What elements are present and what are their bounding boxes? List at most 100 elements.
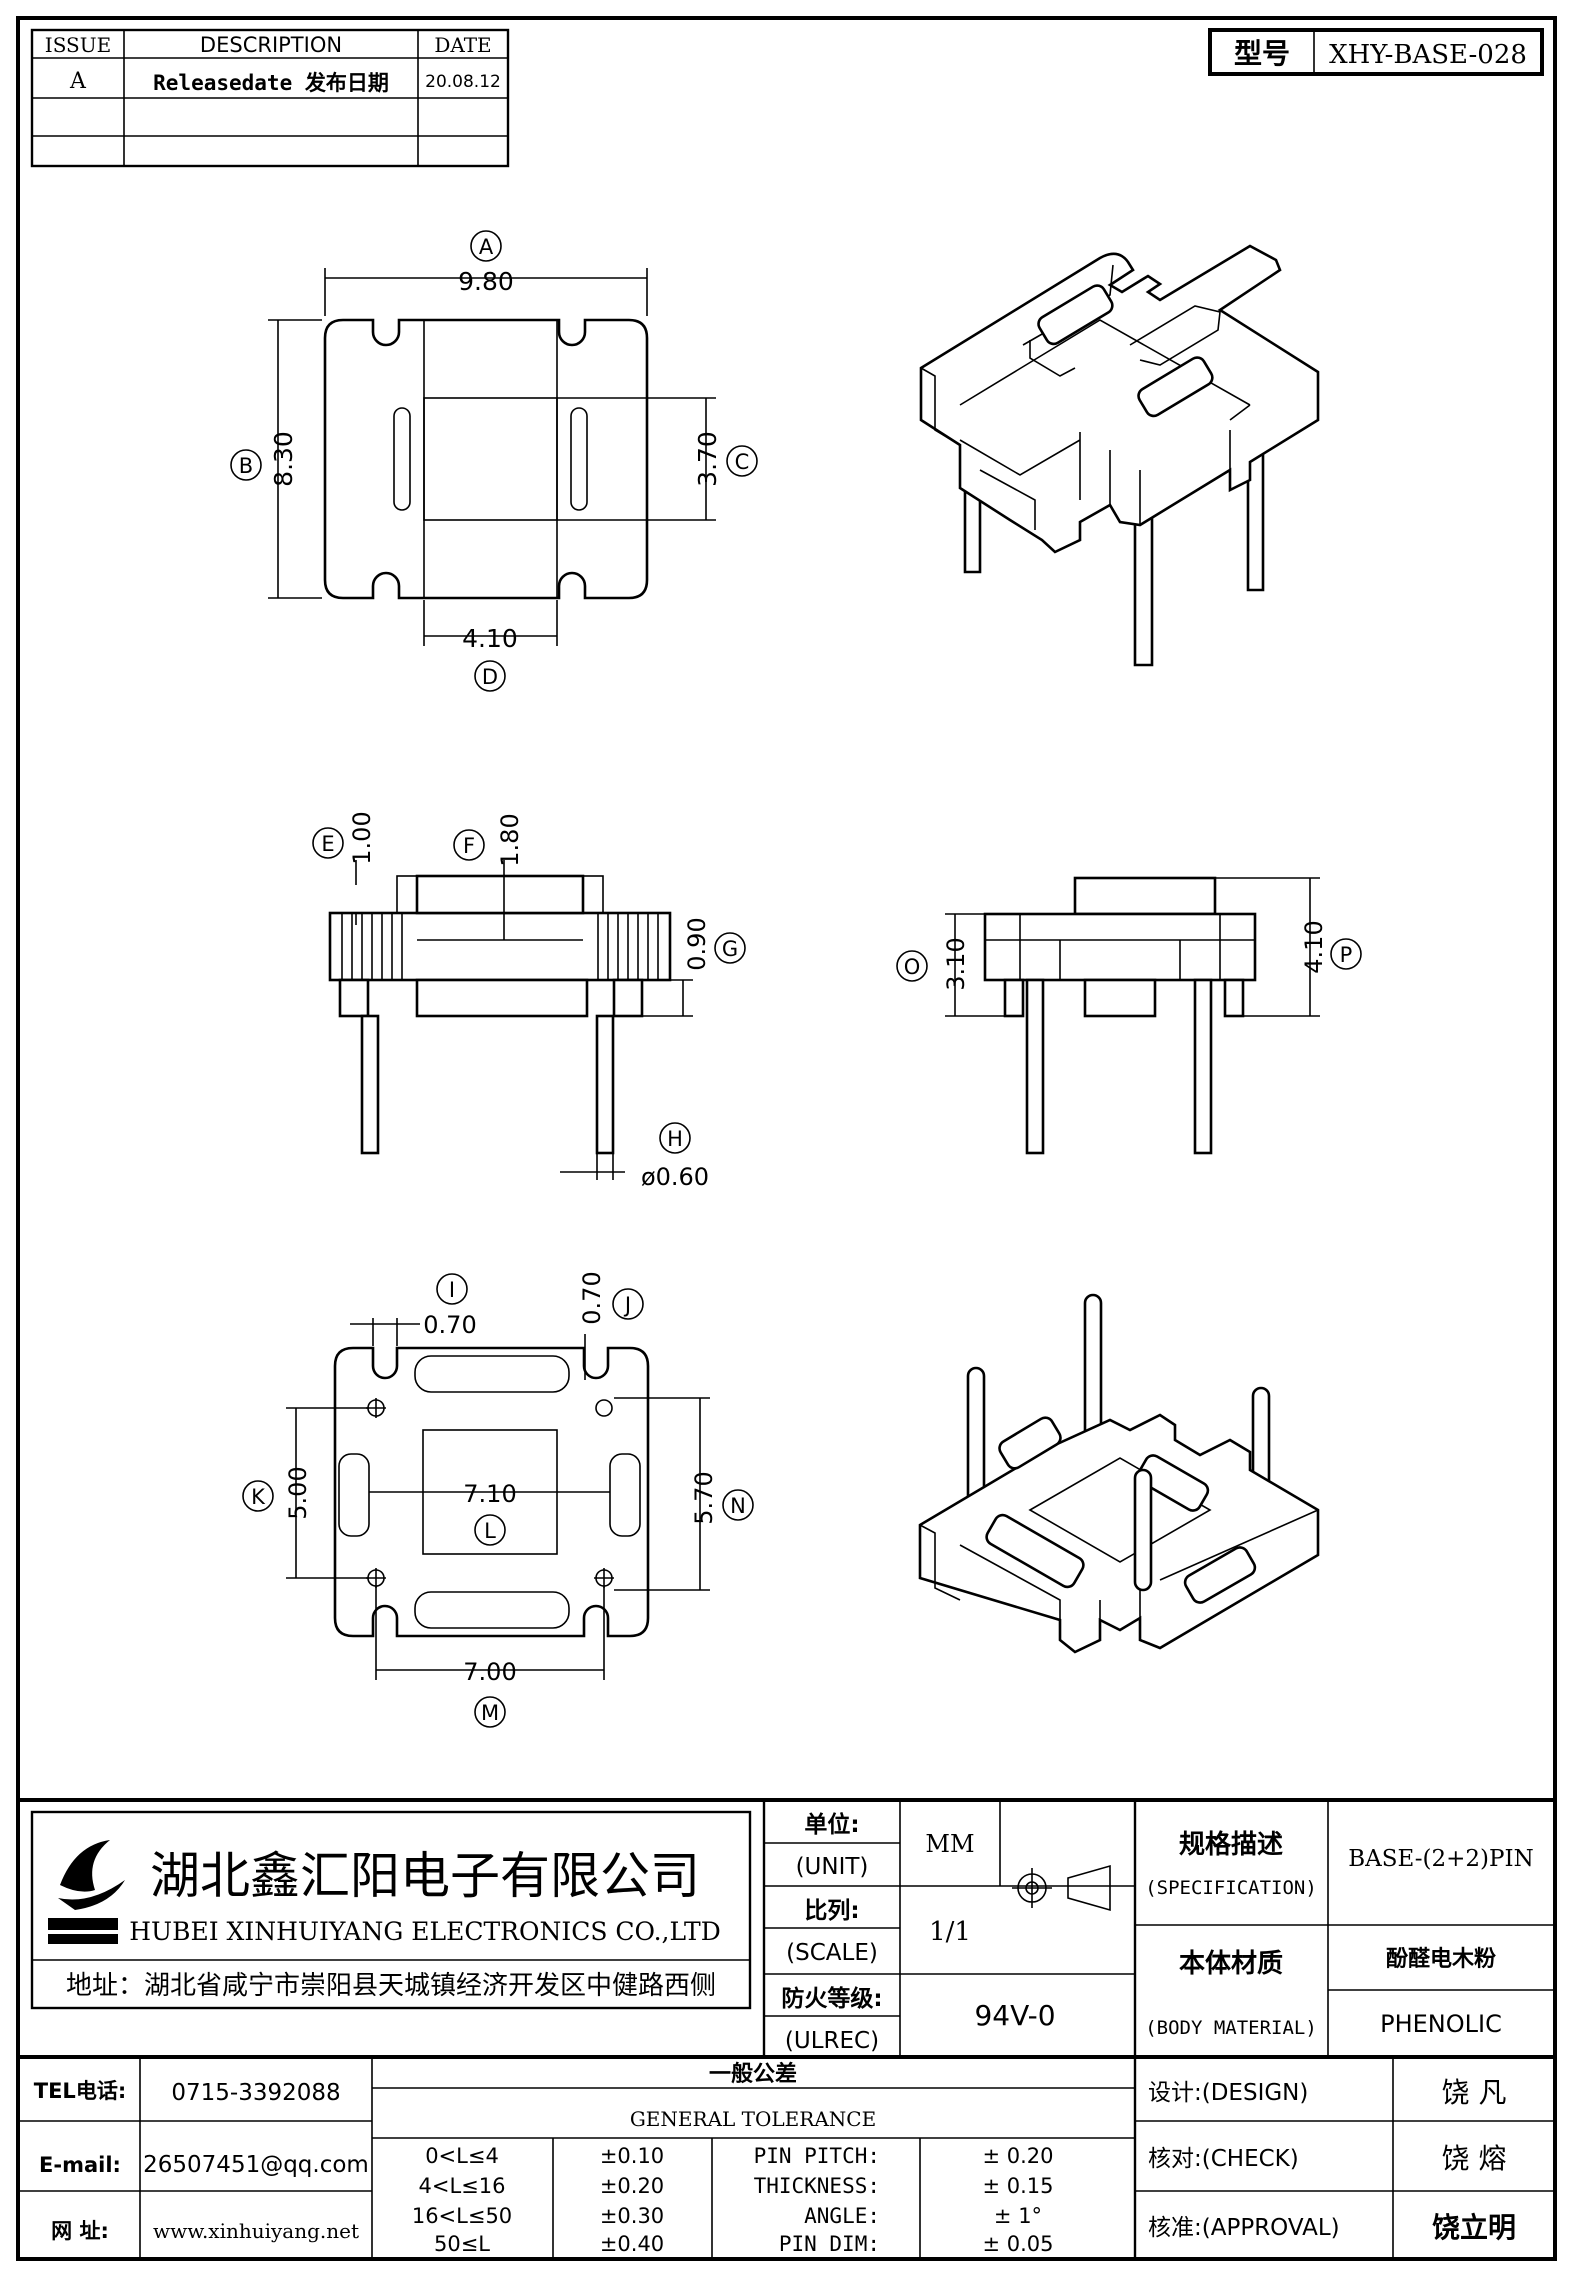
approval-name: 饶立明 (1432, 2211, 1516, 2244)
callout-g (714, 932, 746, 964)
tolerance-title-en: GENERAL TOLERANCE (630, 2107, 876, 2131)
fire-value: 94V-0 (974, 1999, 1055, 2032)
callout-p (1330, 938, 1362, 970)
spec-label-en: (SPECIFICATION) (1145, 1877, 1317, 1899)
callout-o-label: O (904, 955, 921, 979)
callout-e-label: E (321, 832, 334, 856)
unit-label-cn: 单位: (804, 1811, 859, 1838)
row-date: 20.08.12 (425, 72, 501, 92)
callout-m (474, 1696, 506, 1728)
top-view: 9.80 A 8.30 B 3.70 C 4.10 D (230, 230, 758, 692)
spec-value: BASE-(2+2)PIN (1348, 1846, 1533, 1872)
material-label-cn: 本体材质 (1179, 1949, 1283, 1979)
scale-value: 1/1 (929, 1917, 971, 1947)
web-label: 网 址: (51, 2219, 109, 2243)
design-name: 饶 凡 (1442, 2076, 1507, 2109)
fire-label-cn: 防火等级: (781, 1985, 882, 2012)
callout-l (474, 1514, 506, 1546)
callout-h (659, 1122, 691, 1154)
dim-c-value: 3.70 (693, 431, 722, 487)
dim-b-value: 8.30 (269, 431, 298, 487)
callout-b (230, 449, 262, 481)
row-description: Releasedate 发布日期 (153, 71, 389, 95)
tel-label: TEL电话: (34, 2079, 126, 2103)
header-date: DATE (434, 33, 491, 57)
iso-view-bottom (918, 1293, 1320, 1654)
material-label-en: (BODY MATERIAL) (1145, 2017, 1317, 2039)
callout-o (896, 950, 928, 982)
model-value: XHY-BASE-028 (1329, 40, 1527, 70)
approval-label: 核准:(APPROVAL) (1148, 2215, 1340, 2241)
dim-f-value: 1.80 (496, 813, 524, 866)
company-logo (48, 1840, 125, 1944)
tol-param: THICKNESS: (754, 2174, 880, 2198)
scale-label-en: (SCALE) (786, 1940, 878, 1966)
tol-param-value: ± 0.20 (982, 2144, 1053, 2168)
dim-l-value: 7.10 (463, 1480, 516, 1508)
email-label: E-mail: (39, 2153, 121, 2177)
company-address: 地址：湖北省咸宁市崇阳县天城镇经济开发区中健路西侧 (66, 1971, 716, 2001)
callout-n-label: N (730, 1494, 746, 1518)
callout-i-label: I (449, 1278, 455, 1302)
side-view: 3.10 O 4.10 P (896, 876, 1362, 1155)
dim-o-value: 3.10 (942, 937, 970, 990)
spec-label-cn: 规格描述 (1179, 1829, 1283, 1860)
tolerance-title-cn: 一般公差 (709, 2061, 797, 2087)
tol-param-value: ± 0.05 (982, 2232, 1053, 2256)
dim-j-value: 0.70 (578, 1271, 606, 1324)
callout-e (312, 827, 344, 859)
callout-j-label: J (623, 1293, 631, 1317)
unit-label-en: (UNIT) (796, 1854, 869, 1880)
callout-k-label: K (251, 1485, 266, 1509)
title-block: 湖北鑫汇阳电子有限公司 HUBEI XINHUIYANG ELECTRONICS… (18, 1798, 1555, 2059)
tol-range: 4<L≤16 (419, 2174, 506, 2198)
header-issue: ISSUE (45, 33, 111, 57)
bottom-band: TEL电话: 0715-3392088 E-mail: 26507451@qq.… (18, 2057, 1555, 2259)
callout-k (242, 1480, 274, 1512)
front-view: 1.00 E 1.80 F 0.90 G ø0.60 H (312, 811, 746, 1191)
callout-a-label: A (479, 235, 494, 259)
callout-d-label: D (482, 665, 498, 689)
header-description: DESCRIPTION (200, 33, 342, 57)
callout-a (470, 230, 502, 262)
callout-h-label: H (667, 1127, 683, 1151)
tol-range: 16<L≤50 (412, 2204, 512, 2228)
tol-value: ±0.40 (600, 2232, 664, 2256)
projection-symbol (1012, 1864, 1111, 1912)
dim-d-value: 4.10 (462, 624, 518, 653)
dim-g-value: 0.90 (683, 917, 711, 970)
check-label: 核对:(CHECK) (1148, 2146, 1299, 2172)
tol-param-value: ± 1° (994, 2204, 1042, 2228)
callout-c-label: C (735, 450, 750, 474)
callout-i (436, 1273, 468, 1305)
callout-g-label: G (722, 937, 738, 961)
check-name: 饶 熔 (1442, 2142, 1507, 2175)
model-label: 型号 (1234, 37, 1290, 70)
design-label: 设计:(DESIGN) (1148, 2080, 1308, 2106)
iso-view-top (919, 244, 1320, 667)
callout-j (612, 1288, 644, 1320)
unit-value: MM (925, 1830, 974, 1858)
dim-a-value: 9.80 (458, 267, 514, 296)
callout-f-label: F (463, 834, 475, 858)
material-value-cn: 酚醛电木粉 (1386, 1947, 1496, 1972)
callout-f (453, 829, 485, 861)
model-box: 型号 XHY-BASE-028 (1208, 28, 1544, 76)
dim-k-value: 5.00 (284, 1466, 312, 1519)
callout-n (722, 1489, 754, 1521)
dim-e-value: 1.00 (348, 811, 376, 864)
dim-n-value: 5.70 (690, 1471, 718, 1524)
callout-m-label: M (481, 1701, 499, 1725)
tel-value: 0715-3392088 (171, 2080, 340, 2106)
company-name-en: HUBEI XINHUIYANG ELECTRONICS CO.,LTD (129, 1917, 721, 1946)
callout-p-label: P (1340, 943, 1353, 967)
callout-d (474, 660, 506, 692)
tol-value: ±0.30 (600, 2204, 664, 2228)
tol-range: 50≤L (434, 2232, 490, 2256)
tol-param-value: ± 0.15 (982, 2174, 1053, 2198)
web-value: www.xinhuiyang.net (153, 2219, 359, 2243)
scale-label-cn: 比列: (804, 1898, 859, 1924)
tol-range: 0<L≤4 (425, 2144, 499, 2168)
callout-l-label: L (484, 1519, 496, 1543)
